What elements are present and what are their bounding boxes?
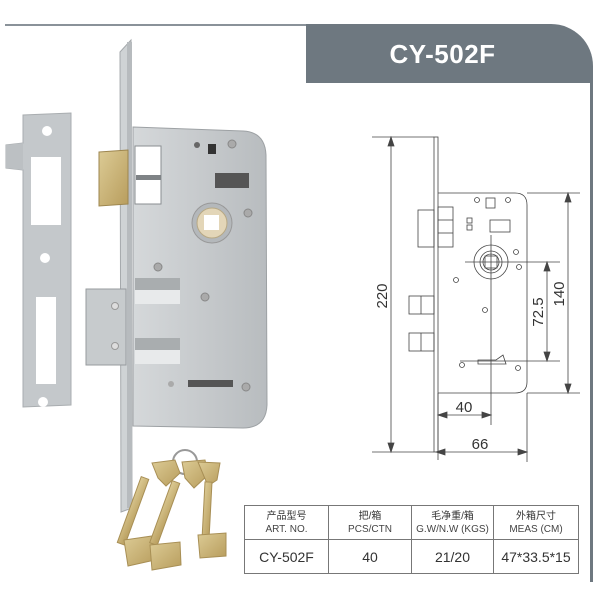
latch-bolt	[98, 149, 129, 207]
lock-faceplate	[119, 38, 133, 513]
dim-72-5: 72.5	[530, 297, 547, 326]
lock-case	[132, 126, 268, 429]
model-title: CY-502F	[389, 39, 496, 69]
deadbolt	[85, 288, 127, 366]
keys	[116, 449, 227, 571]
cell-meas: 47*33.5*15	[493, 539, 579, 574]
drawing-case	[438, 192, 528, 394]
frame-right-line	[590, 70, 593, 582]
dim-66: 66	[472, 436, 489, 453]
dim-140: 140	[551, 281, 568, 306]
cell-art-no: CY-502F	[244, 539, 329, 574]
table-row: CY-502F 40 21/20 47*33.5*15	[244, 539, 579, 574]
frame-top-line	[5, 24, 307, 26]
strike-plate	[5, 112, 72, 408]
dim-220: 220	[374, 283, 391, 308]
model-header: CY-502F	[306, 24, 593, 83]
drawing-faceplate	[433, 136, 439, 453]
cell-pcs-ctn: 40	[328, 539, 412, 574]
cell-weight: 21/20	[411, 539, 494, 574]
product-photo	[5, 38, 268, 571]
technical-drawing: 220 140 72.5 40 66	[372, 135, 580, 462]
dim-40: 40	[456, 399, 473, 416]
